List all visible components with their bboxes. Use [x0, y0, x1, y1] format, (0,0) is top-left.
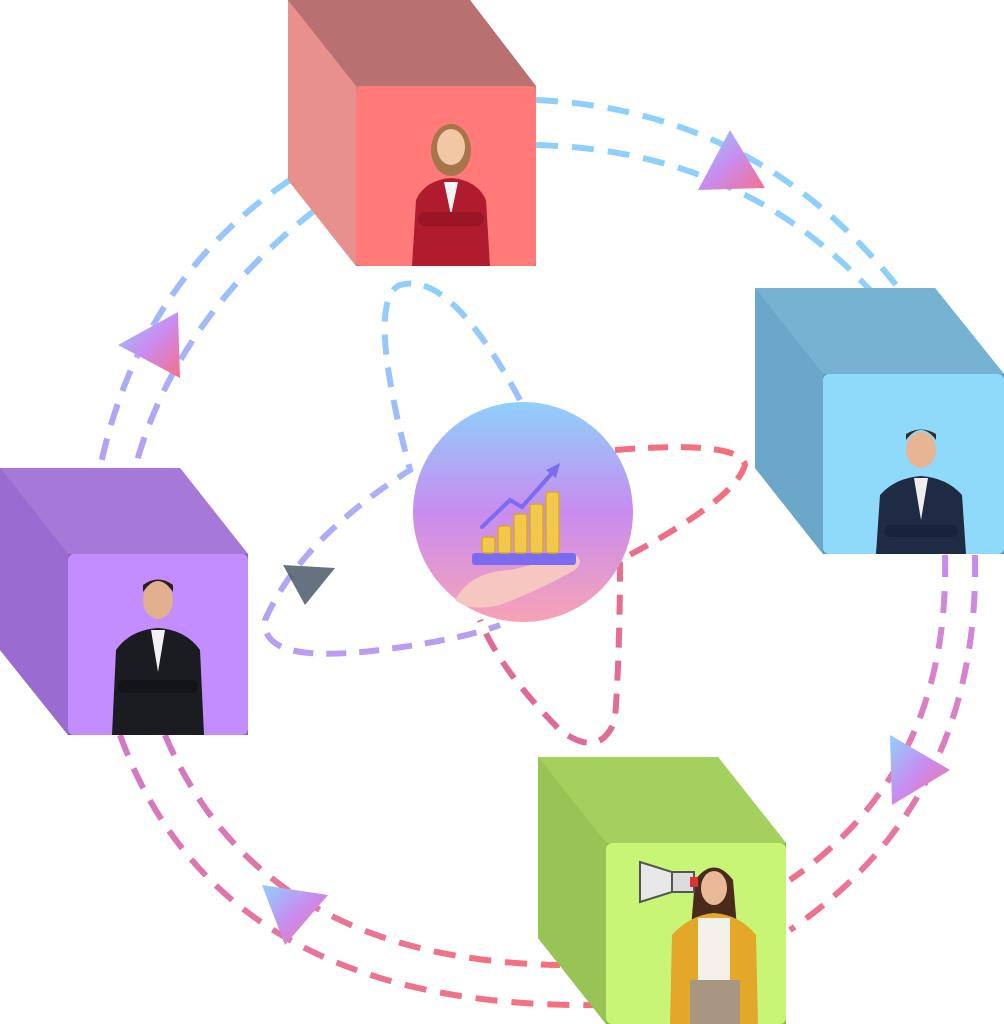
triangle-arrow-icon: [698, 130, 765, 190]
megaphone-icon: [639, 860, 698, 904]
arrows: [118, 130, 950, 945]
person-photo-woman-megaphone: [639, 860, 758, 1024]
person-photo-businesswoman: [412, 124, 490, 266]
trend-arrow-icon: [480, 470, 555, 529]
block-blue: [755, 288, 1004, 554]
connector-red-to-purple-inner: [132, 207, 317, 469]
connector-purple-to-green: [117, 733, 601, 1009]
connector-red-to-blue: [535, 97, 903, 292]
block-purple: [0, 468, 248, 735]
person-photo-businessman: [876, 429, 966, 554]
triangle-arrow-icon: [262, 885, 328, 945]
center-growth-icon: [413, 402, 633, 622]
person-photo-businessman-smiling: [112, 579, 204, 735]
connector-red-to-blue-inner: [535, 142, 873, 293]
block-green: [538, 757, 786, 1024]
connector-blue-to-green-inner: [788, 554, 949, 883]
triangle-arrow-icon: [890, 735, 950, 805]
block-red: [288, 0, 536, 266]
base-plate: [472, 553, 576, 565]
connector-purple-to-green-inner: [162, 733, 561, 968]
loop-red: [477, 444, 749, 746]
coin-bars: [481, 491, 560, 554]
inner-loops: [261, 280, 749, 746]
triangle-arrow-icon: [118, 312, 180, 378]
hand: [455, 555, 580, 608]
connector-red-to-purple: [97, 177, 292, 469]
connector-blue-to-green: [788, 554, 979, 933]
triangle-arrow-icon: [283, 565, 335, 605]
